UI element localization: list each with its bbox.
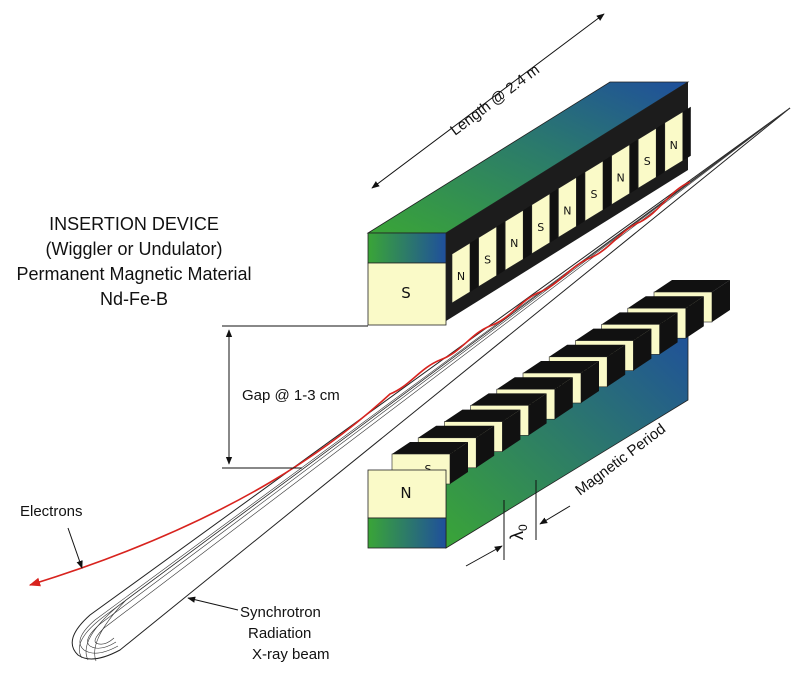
xray-beam-cone xyxy=(71,107,791,662)
lower-pole-top xyxy=(627,296,704,309)
upper-pole-fin xyxy=(496,221,505,276)
radiation-label-line-2: Radiation xyxy=(248,625,311,642)
upper-pole-label: S xyxy=(591,188,598,201)
upper-pole-fin xyxy=(576,172,585,227)
radiation-label-line-1: Synchrotron xyxy=(240,604,321,621)
upper-pole-fin xyxy=(629,139,638,194)
lower-pole-side xyxy=(528,393,547,436)
upper-pole-label: N xyxy=(457,270,465,283)
lower-pole-side xyxy=(659,312,678,355)
lower-pole-side xyxy=(712,280,730,322)
upper-end-magnet xyxy=(367,262,447,326)
upper-pole-fin xyxy=(470,238,478,292)
upper-pole-fin xyxy=(549,188,558,243)
lower-pole-top xyxy=(470,393,547,406)
title-block: INSERTION DEVICE (Wiggler or Undulator) … xyxy=(16,214,251,309)
upper-pole-label: S xyxy=(484,254,491,267)
gap-dimension xyxy=(222,325,368,469)
lower-pole-side xyxy=(476,425,495,468)
lower-pole-side xyxy=(554,377,573,420)
lower-pole-top xyxy=(601,312,678,325)
upper-magnet-array: N S N S N S N S N S xyxy=(366,81,691,326)
lower-pole-side xyxy=(607,344,626,387)
magnetic-period-dimension xyxy=(465,480,571,567)
lower-pole-top xyxy=(392,442,468,454)
lower-pole-top xyxy=(575,328,652,341)
upper-pole-fin xyxy=(656,123,665,178)
lower-pole-side xyxy=(450,442,468,484)
lower-pole-top xyxy=(549,344,626,357)
lower-pole-top xyxy=(523,361,599,373)
lower-pole-top xyxy=(418,425,495,438)
gap-label: Gap @ 1-3 cm xyxy=(242,387,340,404)
upper-pole-fin xyxy=(603,156,611,210)
radiation-label-line-3: X-ray beam xyxy=(252,646,330,663)
lower-magnet-array: SNSNSNSNSNS N xyxy=(367,280,730,549)
lower-end-base xyxy=(367,517,447,549)
lower-pole-top xyxy=(496,377,573,390)
lower-end-pole-label: N xyxy=(400,484,411,502)
upper-pole-label: N xyxy=(510,237,518,250)
upper-pole-fin xyxy=(682,106,691,161)
lower-pole-top xyxy=(444,409,521,422)
lower-pole-label: S xyxy=(425,463,432,476)
upper-pole-blocks: N S N S N S N S N xyxy=(451,106,691,304)
length-label: Length @ 2.4 m xyxy=(447,61,543,139)
electrons-pointer xyxy=(67,527,83,569)
lower-pole-side xyxy=(581,361,599,403)
upper-pole-label: N xyxy=(563,204,571,217)
period-symbol: λ0 xyxy=(507,524,530,540)
upper-pole-label: N xyxy=(670,139,678,152)
title-line-1: INSERTION DEVICE xyxy=(49,214,219,234)
electron-trajectory xyxy=(28,181,691,587)
lower-pole-side xyxy=(633,328,652,371)
upper-pole-label: N xyxy=(616,172,624,185)
upper-pole-label: S xyxy=(537,221,544,234)
upper-pole-fin xyxy=(523,205,532,260)
lower-pole-side xyxy=(502,409,521,452)
title-line-2: (Wiggler or Undulator) xyxy=(45,239,222,259)
title-line-3: Permanent Magnetic Material xyxy=(16,264,251,284)
upper-pole-label: S xyxy=(644,155,651,168)
title-line-4: Nd-Fe-B xyxy=(100,289,168,309)
upper-end-pole-label: S xyxy=(401,284,411,302)
lower-end-magnet xyxy=(367,469,447,519)
lower-pole-top xyxy=(654,280,730,292)
electrons-label: Electrons xyxy=(20,503,83,520)
upper-end-cap xyxy=(367,232,447,264)
radiation-pointer xyxy=(187,596,239,611)
lower-pole-side xyxy=(685,296,704,339)
lower-pole-blocks: SNSNSNSNSNS xyxy=(391,280,730,485)
